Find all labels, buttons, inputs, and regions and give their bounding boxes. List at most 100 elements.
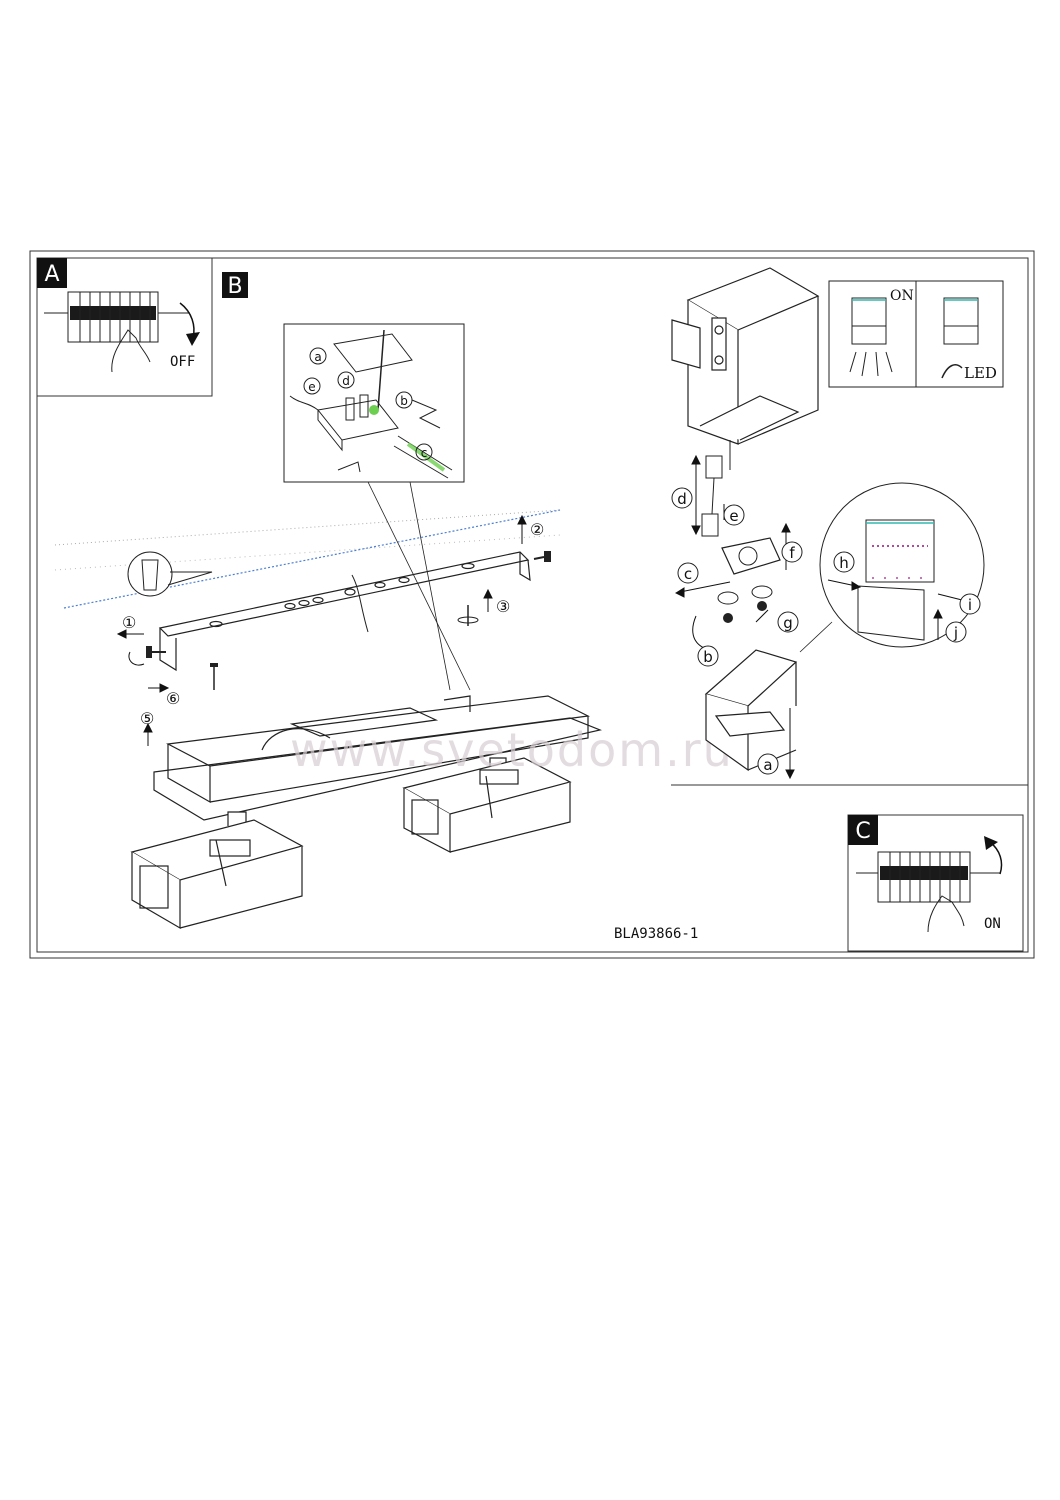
detail-arrows [827,579,963,640]
assembly-e-label: e [729,507,738,525]
ceiling-texture [54,509,561,546]
screw-icon-5 [723,613,733,623]
assembly-h-label: h [839,554,849,572]
assembly-i-label: i [968,596,972,614]
detail-c-label: c [421,446,428,460]
step-3-label: ③ [496,597,510,616]
assembly-c-circle [677,562,699,584]
assembly-c-label: c [684,565,692,583]
detail-b-label: b [400,394,408,408]
connector-top [705,455,723,479]
detail-d-circle [337,371,355,389]
assembly-f-circle [781,541,803,563]
assembly-h-circle [833,551,855,573]
panel-c: C ON [847,814,1024,952]
product-code: BLA93866-1 [614,926,698,942]
panel-a-frame [36,257,213,397]
detail-b-circle [395,391,413,409]
led-plate-icon [721,537,781,575]
lamp-led-icon [943,297,979,345]
assembly-d-label: d [677,490,687,508]
lamp-body [704,649,798,772]
on-label: ON [984,916,1001,932]
callout-pointer [167,571,213,586]
arrow-head-up-icon [984,836,998,850]
terminal-detail-frame [283,323,465,483]
step-5-label: ⑤ [140,709,154,728]
terminal-green-dot [369,405,379,415]
panel-c-header [848,815,878,845]
wall-pipe [671,319,701,369]
panel-c-letter: C [855,819,870,844]
panel-a: A OFF [36,257,213,397]
assembly-j-circle [945,621,967,643]
assembly-b-label: b [703,648,713,666]
inner-frame [36,257,1029,953]
mounting-bracket [158,551,531,672]
assembly-a-label: a [763,756,772,774]
hand-icon [111,329,151,373]
screw-icon-4 [210,663,218,690]
screw-icon-2 [533,551,551,562]
assembly-b-circle [697,645,719,667]
mounting-box [686,267,820,445]
rotate-arrow-icon [179,302,195,339]
detail-leader-2 [409,481,451,691]
assembly-arrows [674,454,795,780]
assembly-g-circle [777,611,799,633]
panel-b-header [222,272,248,298]
screw-icon-1 [146,646,166,658]
step-2-label: ② [530,520,544,539]
led-bulb-icon [941,364,963,379]
terminal-block-icon [289,329,453,479]
diffuser-panel [857,585,925,641]
off-label: OFF [170,354,195,370]
panel-right: a b c d e f g h i j [671,267,1004,780]
detail-e-circle [303,377,321,395]
assembly-e-circle [723,504,745,526]
step-6-label: ⑥ [166,689,180,708]
panel-b-letter: B [227,274,242,299]
assembly-a-circle [757,753,779,775]
connector-bottom [701,513,719,537]
wall-plug-icon [141,559,159,591]
washer-icon-2 [751,585,773,599]
washer-icon-1 [717,591,739,605]
led-strip-frame [865,519,935,583]
panel-a-header [37,258,67,288]
wire-green-sleeve [406,442,446,472]
led-plate-hole [738,546,758,566]
assembly-g-label: g [783,614,793,632]
magnifier-leader [799,621,833,653]
detail-a-label: a [314,350,321,364]
detail-a-circle [309,347,327,365]
legend-led-label: LED [964,364,997,382]
wall-plug-callout [127,551,173,597]
light-head-right [402,757,572,853]
assembly-f-label: f [789,544,795,562]
rotate-arrow-up-icon [989,841,1003,875]
step-arrows [116,514,527,746]
light-head-left [130,811,304,930]
panel-a-letter: A [44,262,59,287]
assembly-d-circle [671,487,693,509]
screw-icon-6 [757,601,767,611]
detail-d-label: d [342,374,350,388]
detail-c-circle [415,443,433,461]
assembly-j-label: j [953,624,958,642]
arrow-head-icon [186,332,200,346]
hand-icon-2 [927,895,965,933]
light-rays-icon [849,351,893,377]
circuit-breaker-icon [44,291,190,343]
watermark: www.svetodom.ru [290,723,734,777]
legend-on-label: ON [890,288,914,304]
detail-e-label: e [308,380,315,394]
lamp-on-icon [851,297,887,345]
panel-b: B [54,272,734,942]
circuit-breaker-icon-on [856,851,1000,903]
detail-leader-1 [367,481,471,691]
panel-c-frame [847,814,1024,952]
connector-wire [711,477,715,515]
outer-frame [29,250,1035,959]
